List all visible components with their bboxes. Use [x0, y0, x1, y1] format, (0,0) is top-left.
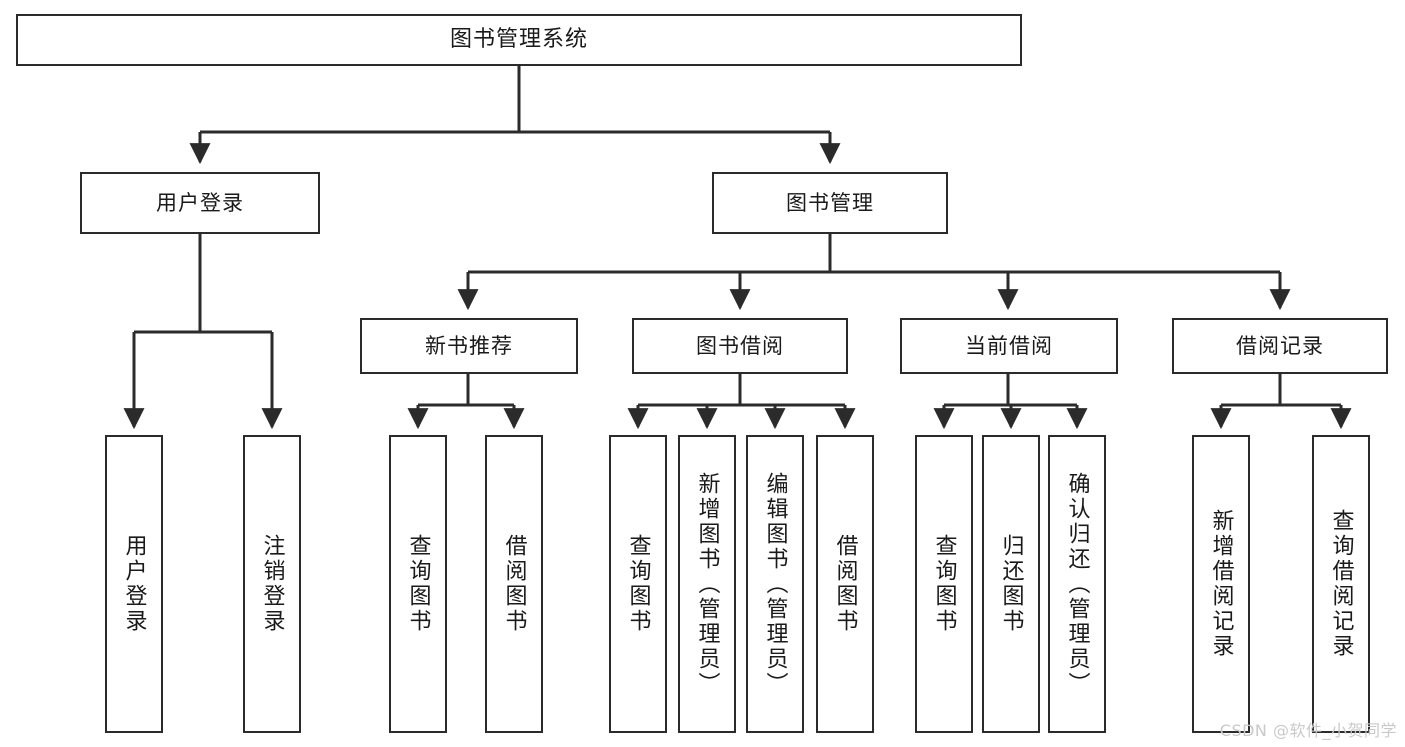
node-leaf-query-book-2-label: 查询图书 [625, 534, 651, 634]
node-book-borrow[interactable]: 图书借阅 [632, 318, 848, 374]
node-leaf-add-book-label: 新增图书（管理员） [694, 471, 720, 697]
node-user-login-label: 用户登录 [156, 190, 244, 215]
node-leaf-query-record[interactable]: 查询借阅记录 [1312, 435, 1370, 733]
node-leaf-borrow-book-1-label: 借阅图书 [501, 534, 527, 634]
node-leaf-return-book[interactable]: 归还图书 [982, 435, 1040, 733]
node-leaf-borrow-book-2[interactable]: 借阅图书 [816, 435, 874, 733]
node-leaf-query-book-1-label: 查询图书 [405, 534, 431, 634]
node-leaf-query-book-1[interactable]: 查询图书 [389, 435, 447, 733]
node-new-book-rec-label: 新书推荐 [425, 333, 513, 358]
node-current-borrow[interactable]: 当前借阅 [900, 318, 1118, 374]
node-leaf-add-record[interactable]: 新增借阅记录 [1192, 435, 1250, 733]
node-borrow-record[interactable]: 借阅记录 [1172, 318, 1388, 374]
node-new-book-rec[interactable]: 新书推荐 [360, 318, 578, 374]
node-leaf-edit-book-label: 编辑图书（管理员） [762, 471, 788, 697]
node-book-manage-label: 图书管理 [786, 190, 874, 215]
node-user-login[interactable]: 用户登录 [80, 172, 320, 234]
node-leaf-confirm-return[interactable]: 确认归还（管理员） [1048, 435, 1106, 733]
node-borrow-record-label: 借阅记录 [1236, 333, 1324, 358]
node-leaf-logout[interactable]: 注销登录 [243, 435, 301, 733]
node-leaf-borrow-book-2-label: 借阅图书 [832, 534, 858, 634]
node-leaf-return-book-label: 归还图书 [998, 534, 1024, 634]
node-book-borrow-label: 图书借阅 [696, 333, 784, 358]
node-leaf-edit-book[interactable]: 编辑图书（管理员） [746, 435, 804, 733]
csdn-watermark: CSDN @软件_小贺同学 [1219, 721, 1397, 740]
node-root-label: 图书管理系统 [449, 27, 588, 53]
node-leaf-query-book-3-label: 查询图书 [931, 534, 957, 634]
node-leaf-confirm-return-label: 确认归还（管理员） [1064, 471, 1090, 697]
node-current-borrow-label: 当前借阅 [965, 333, 1053, 358]
node-leaf-query-book-2[interactable]: 查询图书 [609, 435, 667, 733]
node-leaf-query-book-3[interactable]: 查询图书 [915, 435, 973, 733]
node-book-manage[interactable]: 图书管理 [712, 172, 948, 234]
node-leaf-query-record-label: 查询借阅记录 [1328, 509, 1354, 659]
node-leaf-add-book[interactable]: 新增图书（管理员） [678, 435, 736, 733]
node-leaf-user-login[interactable]: 用户登录 [105, 435, 163, 733]
node-leaf-borrow-book-1[interactable]: 借阅图书 [485, 435, 543, 733]
node-root[interactable]: 图书管理系统 [16, 14, 1022, 66]
node-leaf-add-record-label: 新增借阅记录 [1208, 509, 1234, 659]
node-leaf-logout-label: 注销登录 [259, 534, 285, 634]
node-leaf-user-login-label: 用户登录 [121, 534, 147, 634]
